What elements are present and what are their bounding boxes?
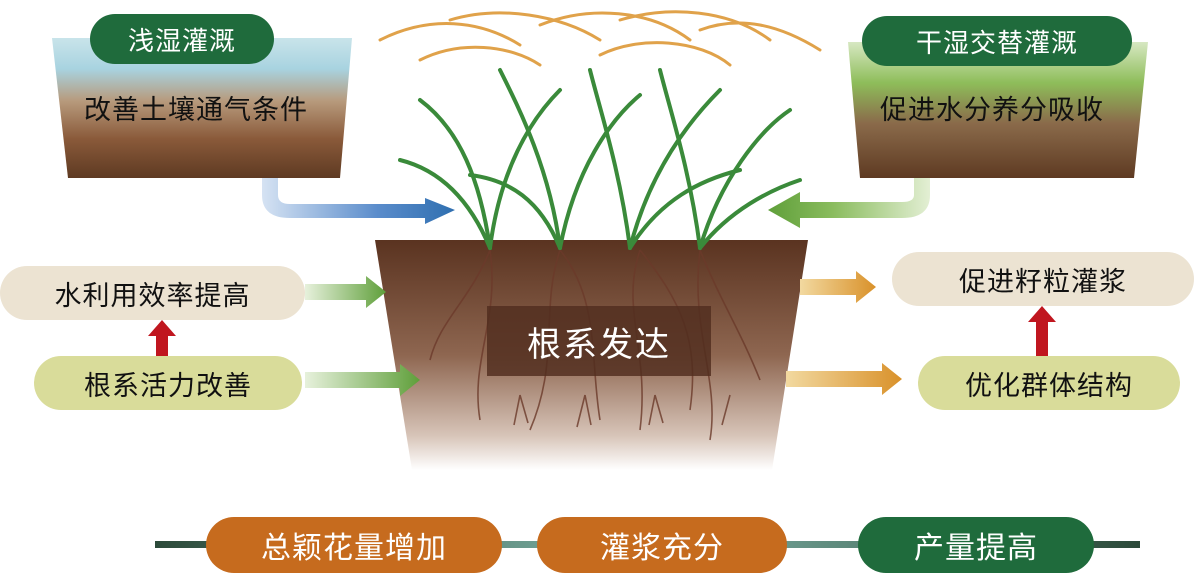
red-arrow-left [148, 320, 176, 356]
nutrient-absorption-label: 促进水分养分吸收 [880, 95, 1104, 126]
orange-arrow-right-upper [800, 271, 876, 303]
root-vitality-pill: 根系活力改善 [34, 356, 302, 410]
water-efficiency-pill: 水利用效率提高 [0, 266, 305, 320]
soil-aeration-label: 改善土壤通气条件 [84, 95, 308, 126]
grain-filling-pill: 促进籽粒灌浆 [892, 252, 1194, 306]
rice-panicles [378, 10, 822, 67]
red-arrow-right [1028, 306, 1056, 358]
rice-plants [398, 68, 802, 250]
green-arrow-top [768, 178, 930, 228]
spikelet-increase-pill: 总颖花量增加 [206, 517, 502, 573]
alternate-wet-dry-irrigation-pill: 干湿交替灌溉 [862, 16, 1132, 66]
population-structure-pill: 优化群体结构 [918, 356, 1180, 410]
full-filling-pill: 灌浆充分 [537, 517, 787, 573]
orange-arrow-right-lower [786, 363, 902, 395]
soil-block-right [848, 42, 1148, 178]
blue-arrow [262, 178, 455, 224]
developed-roots-label: 根系发达 [487, 306, 711, 376]
yield-increase-pill: 产量提高 [858, 517, 1094, 573]
soil-block-left [52, 38, 352, 178]
shallow-wet-irrigation-pill: 浅湿灌溉 [90, 14, 274, 64]
green-arrow-left-upper [305, 276, 386, 308]
green-arrow-left-lower [305, 364, 420, 396]
